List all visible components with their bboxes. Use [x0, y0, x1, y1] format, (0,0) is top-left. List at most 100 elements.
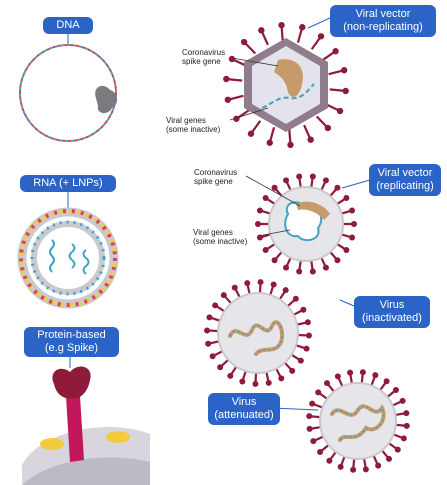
spike-head	[292, 295, 299, 302]
spike-head	[383, 378, 390, 385]
spike-head	[351, 221, 357, 227]
spike-head	[255, 221, 261, 227]
spike-head	[278, 375, 285, 382]
spike-head	[362, 466, 369, 473]
viral-genes-note-2: Viral genes (some inactive)	[193, 228, 247, 246]
badge-virus-inact: Virus (inactivated)	[354, 296, 430, 328]
spike-head	[317, 33, 325, 40]
spike-head	[343, 246, 350, 253]
badge-virus-inact-line1: Virus	[379, 299, 405, 311]
badge-vector-rep: Viral vector (replicating)	[369, 164, 441, 196]
spike-head	[310, 438, 317, 445]
spike-head	[262, 246, 269, 253]
viral-genes-note-1: Viral genes (some inactive)	[166, 116, 220, 134]
protein-membrane-lower	[22, 457, 150, 485]
viral-genes-note-1-line2: (some inactive)	[166, 125, 221, 134]
spike-head	[334, 184, 341, 191]
spike-head	[257, 279, 264, 286]
viral-genes-1-pointer	[229, 107, 269, 121]
badge-protein: Protein-based (e.g Spike)	[24, 327, 119, 357]
spike-head	[297, 357, 304, 364]
spike-head	[299, 24, 306, 31]
virus-inact-particle	[217, 292, 299, 374]
vector-nonrep-viral-genes	[261, 83, 315, 109]
spike-head	[227, 372, 234, 379]
vector-rep-blob	[284, 201, 323, 242]
spike-head	[205, 340, 212, 347]
spike-gene-note-1-line1: Coronavirus	[182, 48, 226, 57]
virus-inact-genome-overlay	[229, 321, 283, 355]
lnp-rna-strand-3	[82, 249, 90, 275]
spike-head	[209, 353, 216, 360]
plasmid-strand-red	[19, 44, 117, 142]
spike-head	[340, 67, 348, 74]
badge-vector-rep-line2: (replicating)	[376, 180, 434, 192]
spike-head	[317, 449, 324, 456]
viral-genes-note-2-line2: (some inactive)	[193, 237, 248, 246]
spike-gene-note-2: Coronavirus spike gene	[194, 168, 237, 186]
spike-head	[322, 264, 329, 271]
virus-atten-particle	[319, 382, 397, 460]
spike-head	[283, 177, 290, 184]
badge-virus-inact-line2: (inactivated)	[362, 312, 422, 324]
badge-vector-nonrep-line2: (non-replicating)	[343, 21, 423, 33]
spike-head	[336, 107, 344, 115]
badge-protein-line2: (e.g Spike)	[44, 342, 99, 354]
vector-nonrep-connector	[307, 17, 331, 29]
rna-lnp	[17, 207, 119, 309]
spike-head	[206, 314, 213, 321]
plasmid-strand-blue	[19, 44, 117, 142]
annotation-pointers	[229, 57, 301, 237]
spike-head	[392, 386, 399, 393]
spike-head	[394, 446, 401, 453]
spike-head	[300, 306, 307, 313]
virus-atten-genome-overlay	[331, 405, 385, 441]
spike-head	[322, 177, 329, 184]
spike-head	[287, 141, 294, 149]
spike-head	[359, 369, 366, 376]
spike-head	[256, 207, 263, 214]
badge-protein-line1: Protein-based	[37, 329, 106, 341]
spike-head	[204, 327, 211, 334]
spike-head	[400, 435, 407, 442]
badge-dna: DNA	[43, 17, 93, 34]
vector-nonrep-capsid-inner	[252, 46, 320, 124]
lnp-rna-strand-2	[68, 243, 76, 269]
spike-gene-note-1-line2: spike gene	[182, 57, 221, 66]
spike-head	[324, 124, 332, 132]
spike-head	[296, 268, 303, 275]
lnp-inner-beads-blue	[30, 220, 106, 296]
spike-head	[332, 48, 339, 55]
plasmid-protein-blob	[95, 85, 118, 114]
badge-vector-nonrep: Viral vector (non-replicating)	[330, 5, 436, 37]
spike-head	[224, 96, 232, 103]
spike-head	[350, 466, 357, 473]
dna-plasmid	[19, 44, 118, 142]
spike-head	[266, 139, 273, 146]
spike-gene-2-pointer	[245, 175, 301, 207]
spike-head	[349, 207, 356, 214]
spike-head	[399, 397, 406, 404]
spike-head	[309, 173, 316, 180]
vector-nonrep-spikes	[223, 21, 349, 149]
spike-head	[309, 268, 316, 275]
spike-head	[220, 292, 227, 299]
spike-head	[375, 462, 382, 469]
spike-head	[271, 184, 278, 191]
spike-gene-note-2-line2: spike gene	[194, 177, 233, 186]
spike-head	[306, 413, 313, 420]
protein-spike-head	[52, 366, 91, 399]
spike-head	[270, 281, 277, 288]
spike-head	[289, 367, 296, 374]
protein-patch-right	[106, 431, 130, 443]
spike-head	[262, 195, 269, 202]
spike-head	[231, 284, 238, 291]
spike-head	[212, 302, 219, 309]
spike-head	[349, 234, 356, 241]
spike-head	[372, 372, 379, 379]
spike-gene-1-pointer	[231, 57, 279, 67]
spike-head	[347, 369, 354, 376]
spike-head	[334, 257, 341, 264]
badge-virus-atten-line2: (attenuated)	[214, 409, 274, 421]
badge-virus-atten: Virus (attenuated)	[208, 393, 280, 425]
